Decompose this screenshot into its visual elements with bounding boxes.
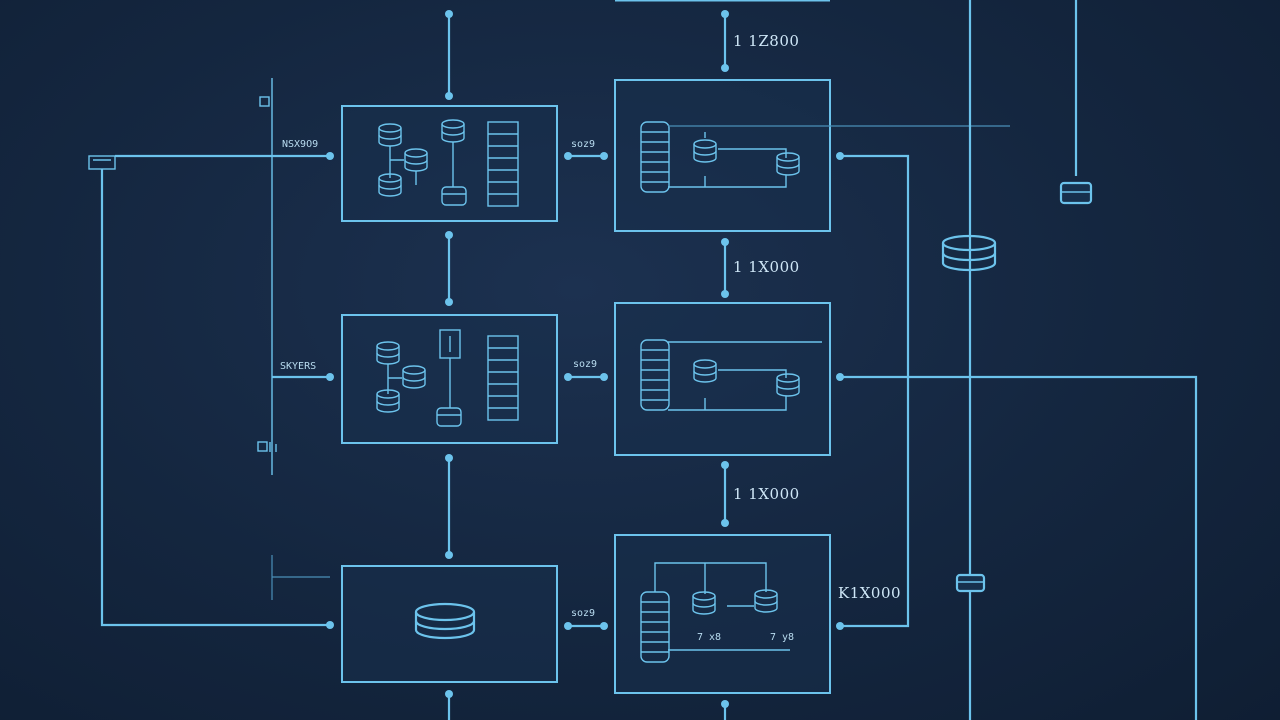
connectors-col-b [721, 10, 729, 720]
label-mid-conn-2: 1 1X000 [733, 485, 800, 503]
left-network [88, 78, 334, 629]
label-side-c: soz9 [571, 608, 595, 619]
box-b1 [614, 79, 1010, 232]
right-network [836, 0, 1198, 720]
box-b3: 7 x8 7 y8 [614, 534, 831, 694]
label-side-a: NSX9O9 [282, 139, 318, 150]
label-right-conn: K1X000 [838, 584, 901, 602]
box-a2 [341, 314, 558, 444]
label-link-a: soz9 [571, 139, 595, 150]
label-mid-conn-1: 1 1X000 [733, 258, 800, 276]
box-b2 [614, 302, 831, 456]
label-side-b: SKYERS [280, 361, 316, 372]
label-link-b: soz9 [573, 359, 597, 370]
links-a-b [564, 152, 608, 630]
connectors-col-a [445, 10, 453, 720]
box-a3 [341, 565, 558, 683]
box-a1 [341, 105, 558, 222]
label-top-conn: 1 1Z800 [733, 32, 799, 50]
inner-label-b: 7 y8 [770, 632, 794, 643]
inner-label-a: 7 x8 [697, 632, 721, 643]
